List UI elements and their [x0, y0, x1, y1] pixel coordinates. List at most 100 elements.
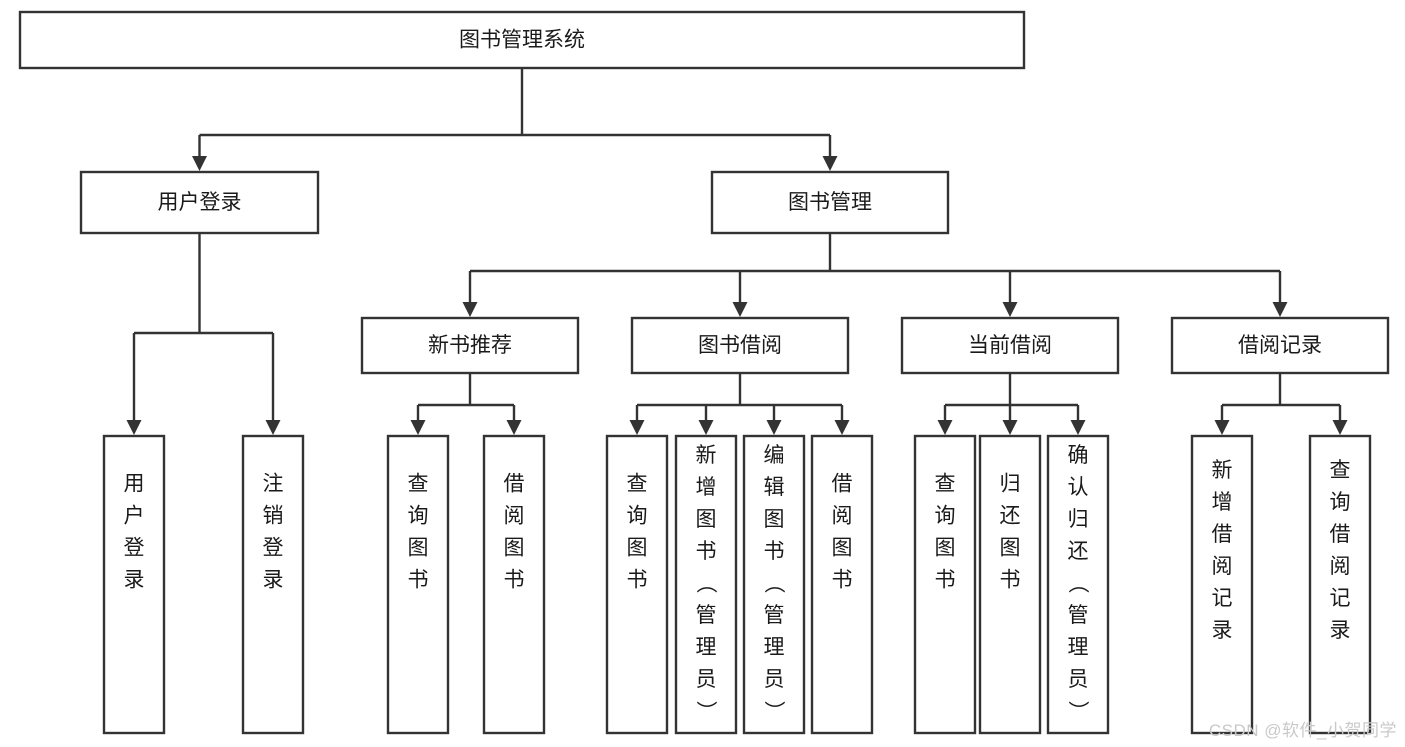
label-char: 销	[263, 504, 284, 527]
node-box-book-manage[interactable]	[710, 170, 950, 235]
label-char: 图	[696, 508, 717, 531]
label-char: 理	[764, 636, 785, 659]
label-char: 确	[1068, 444, 1089, 467]
node-box-bb-edit-book[interactable]	[742, 434, 806, 735]
label-char: 借	[832, 472, 853, 495]
label-char: 借	[1212, 523, 1233, 546]
label-char: ）	[1066, 701, 1089, 722]
arrow-to-user-login-do	[126, 420, 142, 435]
label-char: 书	[1000, 568, 1021, 591]
label-char: 图	[504, 536, 525, 559]
node-box-borrow-record[interactable]	[1170, 316, 1390, 375]
label-char: 查	[935, 472, 956, 495]
label-char: 书	[504, 568, 525, 591]
label-char: 户	[124, 504, 145, 527]
arrow-to-br-query-record	[1332, 420, 1348, 435]
label-char: 辑	[764, 476, 785, 499]
node-label-root: 图书管理系统	[459, 29, 585, 52]
node-box-cb-query-book[interactable]	[913, 434, 977, 735]
label-char: 新	[696, 444, 717, 467]
label-char: 书	[627, 568, 648, 591]
node-box-bb-add-book[interactable]	[674, 434, 738, 735]
label-char: 询	[408, 504, 429, 527]
label-char: 员	[764, 668, 785, 691]
label-char: 管	[764, 604, 785, 627]
label-char: 理	[1068, 636, 1089, 659]
label-char: 编	[764, 444, 785, 467]
node-box-nbr-borrow-book[interactable]	[482, 434, 546, 735]
label-char: 查	[1330, 459, 1351, 482]
node-box-user-logout[interactable]	[241, 434, 305, 735]
label-char: 录	[1330, 619, 1351, 642]
arrow-to-book-borrow	[732, 302, 748, 317]
label-char: （	[1066, 573, 1089, 594]
label-char: 登	[124, 536, 145, 559]
label-char: 图	[832, 536, 853, 559]
arrow-to-nbr-borrow-book	[506, 420, 522, 435]
node-box-user-login-do[interactable]	[102, 434, 166, 735]
node-box-cb-confirm-return[interactable]	[1046, 434, 1110, 735]
label-char: （	[762, 573, 785, 594]
label-char: 查	[627, 472, 648, 495]
label-char: 新	[1212, 459, 1233, 482]
label-char: 归	[1068, 508, 1089, 531]
label-char: 用	[124, 472, 145, 495]
arrow-to-new-book-recommend	[462, 302, 478, 317]
label-char: 记	[1330, 587, 1351, 610]
label-char: 登	[263, 536, 284, 559]
node-box-book-borrow[interactable]	[630, 316, 850, 375]
label-char: 阅	[1212, 555, 1233, 578]
node-box-cb-return-book[interactable]	[978, 434, 1042, 735]
label-char: 员	[1068, 668, 1089, 691]
label-char: 注	[263, 472, 284, 495]
node-box-user-login[interactable]	[79, 170, 320, 235]
label-char: 借	[1330, 523, 1351, 546]
arrow-to-user-login	[192, 156, 207, 171]
node-box-br-add-record[interactable]	[1190, 434, 1254, 735]
label-char: ）	[762, 701, 785, 722]
node-box-new-book-recommend[interactable]	[360, 316, 580, 375]
label-char: ）	[694, 701, 717, 722]
node-box-bb-query-book[interactable]	[605, 434, 669, 735]
label-char: 增	[1212, 491, 1233, 514]
label-char: 书	[832, 568, 853, 591]
arrow-to-bb-add-book	[698, 420, 714, 435]
label-char: 图	[935, 536, 956, 559]
label-char: 管	[1068, 604, 1089, 627]
node-box-nbr-query-book[interactable]	[386, 434, 450, 735]
node-label-user-login: 用户登录	[158, 191, 242, 214]
node-label-book-borrow: 图书借阅	[698, 334, 782, 357]
node-label-new-book-recommend: 新书推荐	[428, 334, 512, 357]
node-label-current-borrow: 当前借阅	[968, 334, 1052, 357]
arrow-to-nbr-query-book	[410, 420, 426, 435]
label-char: 书	[935, 568, 956, 591]
node-box-bb-borrow-book[interactable]	[810, 434, 874, 735]
label-char: 图	[408, 536, 429, 559]
arrow-to-br-add-record	[1214, 420, 1230, 435]
label-char: 员	[696, 668, 717, 691]
node-label-book-manage: 图书管理	[788, 191, 872, 214]
node-box-root[interactable]	[18, 10, 1026, 70]
arrow-to-current-borrow	[1002, 302, 1018, 317]
label-char: 增	[696, 476, 717, 499]
arrow-to-cb-query-book	[937, 420, 953, 435]
label-char: 图	[627, 536, 648, 559]
label-char: 图	[1000, 536, 1021, 559]
label-char: 阅	[832, 504, 853, 527]
label-char: 阅	[504, 504, 525, 527]
node-box-br-query-record[interactable]	[1308, 434, 1372, 735]
label-char: 还	[1000, 504, 1021, 527]
label-char: 记	[1212, 587, 1233, 610]
label-char: 录	[124, 568, 145, 591]
label-char: 认	[1068, 476, 1089, 499]
arrow-to-bb-borrow-book	[834, 420, 850, 435]
